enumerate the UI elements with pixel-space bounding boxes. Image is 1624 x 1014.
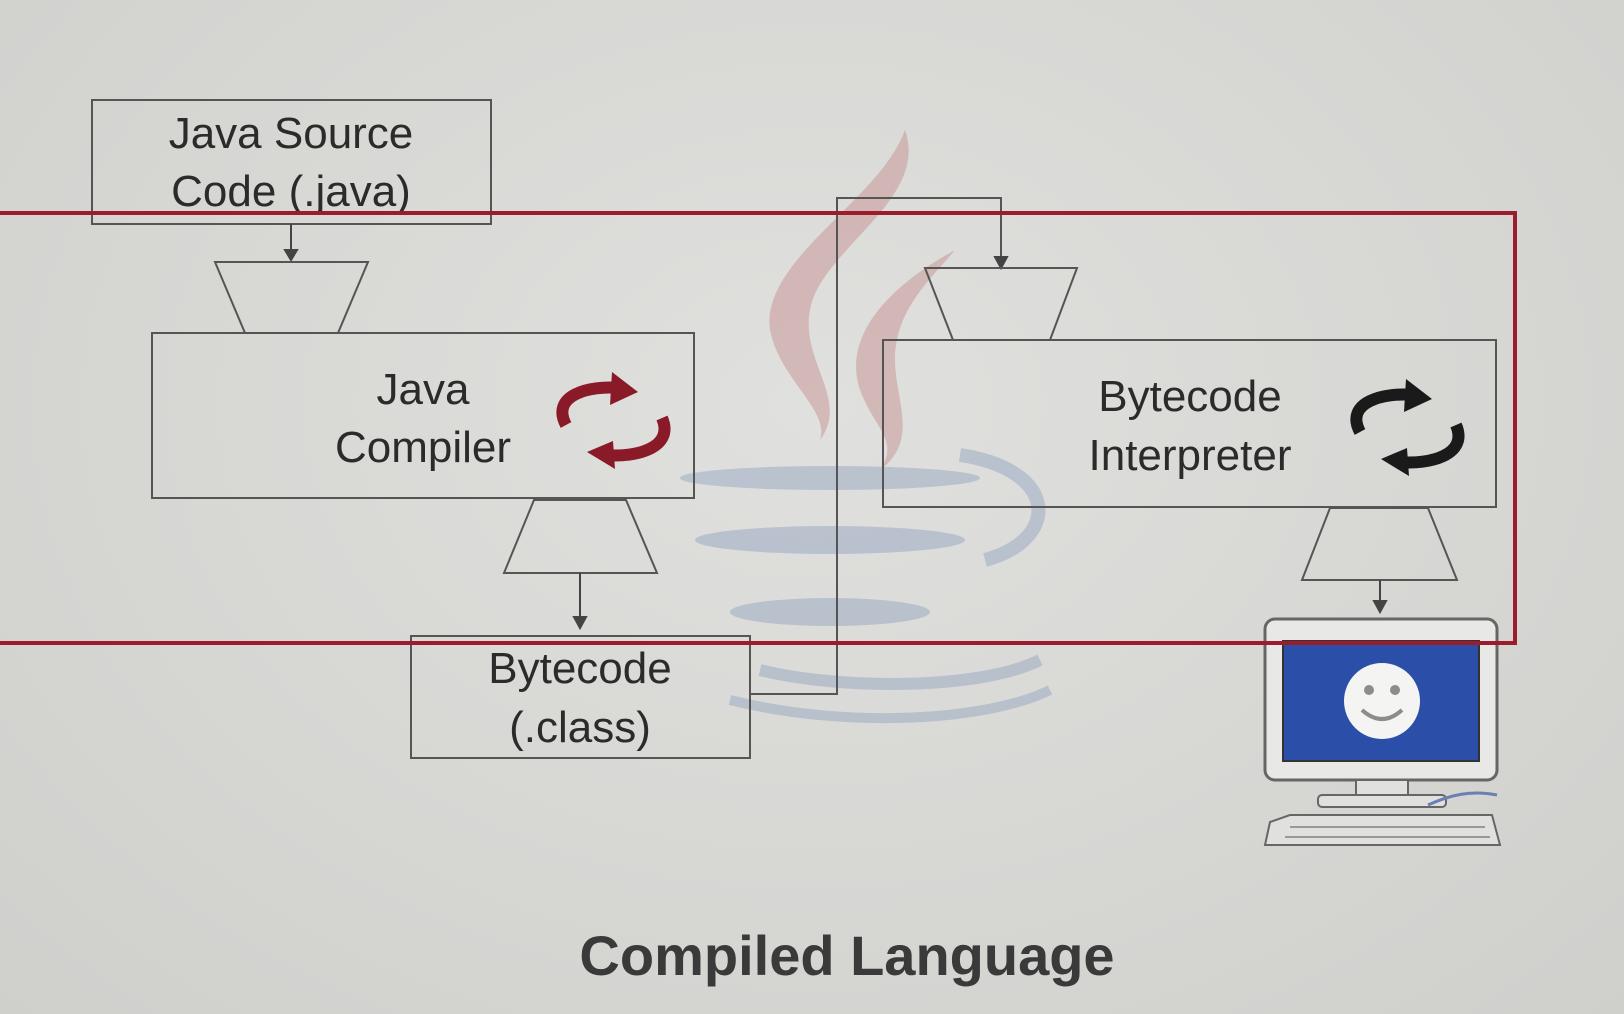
- java-logo-watermark: [680, 130, 1053, 724]
- compile-cycle-icon: [556, 372, 671, 469]
- arrow-compiler-to-bytecode: [572, 573, 588, 631]
- interpreter-label-line1: Bytecode: [1098, 372, 1281, 421]
- compiler-label-line1: Java: [377, 365, 470, 414]
- diagram-title: Compiled Language: [579, 924, 1114, 987]
- java-source-box: Java Source Code (.java): [91, 99, 492, 225]
- interpreter-label-line2: Interpreter: [1089, 431, 1292, 480]
- java-source-label-line2: Code (.java): [171, 167, 411, 216]
- java-source-label-line1: Java Source: [169, 109, 414, 158]
- arrow-interpreter-to-computer: [1372, 580, 1388, 615]
- bytecode-label-line1: Bytecode: [488, 644, 671, 693]
- interpreter-input-funnel: [923, 267, 1079, 341]
- interpreter-output-funnel: [1300, 507, 1459, 581]
- bytecode-label-line2: (.class): [509, 703, 651, 752]
- computer-icon: [1263, 617, 1502, 846]
- interpret-cycle-icon: [1350, 379, 1465, 476]
- compiler-output-funnel: [502, 499, 659, 574]
- java-compiler-box: Java Compiler: [151, 332, 695, 499]
- smiley-face-icon: [1344, 663, 1420, 739]
- highlight-frame: [0, 211, 1517, 645]
- compiler-label-line2: Compiler: [335, 423, 511, 472]
- bytecode-interpreter-box: Bytecode Interpreter: [882, 339, 1497, 508]
- compiler-input-funnel: [213, 261, 370, 334]
- connector-bytecode-to-interpreter: [750, 197, 1009, 695]
- bytecode-file-box: Bytecode (.class): [410, 635, 751, 759]
- arrow-source-to-compiler: [283, 224, 299, 262]
